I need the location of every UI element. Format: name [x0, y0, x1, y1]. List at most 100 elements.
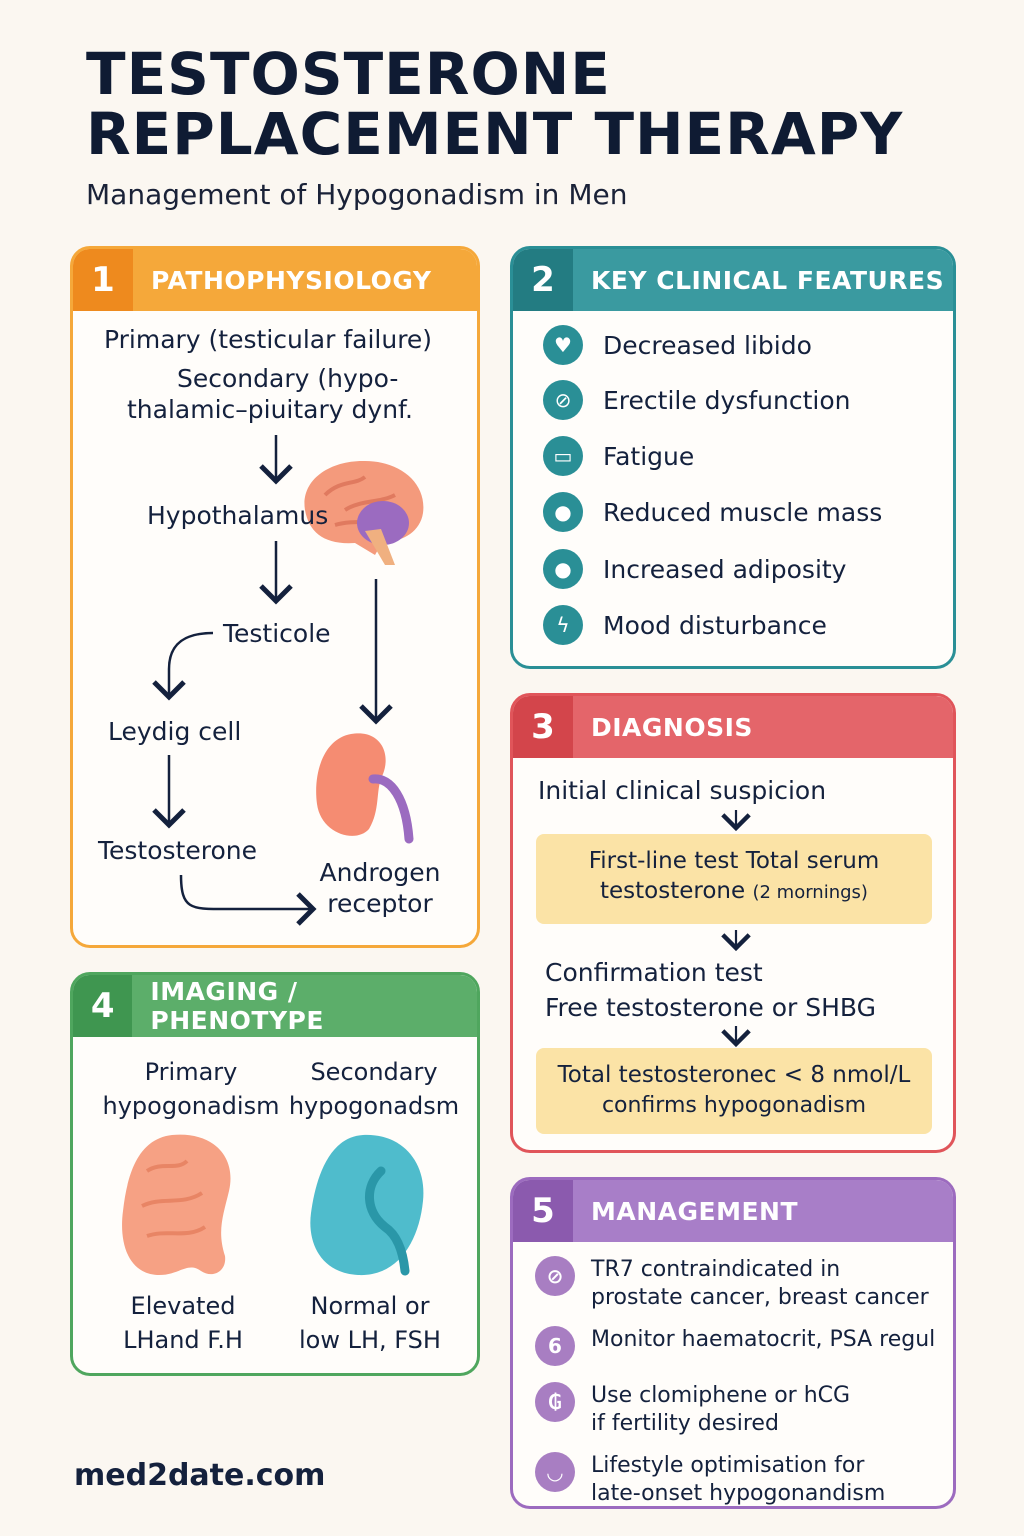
- primary-organ-body: [122, 1134, 231, 1276]
- management-item-text: Monitor haematocrit, PSA regul: [591, 1327, 936, 1352]
- lightning-icon: ϟ: [543, 605, 583, 645]
- arrow-to-leydig: [152, 631, 214, 701]
- testicole-label: Testicole: [223, 619, 331, 648]
- title-line-2: REPLACEMENT THERAPY: [86, 100, 904, 168]
- page-title: TESTOSTERONE REPLACEMENT THERAPY: [86, 44, 903, 164]
- first-line-test-box: First-line test Total serum testosterone…: [536, 834, 932, 924]
- management-item-text: Use clomiphene or hCG if fertility desir…: [591, 1383, 851, 1436]
- primary-lab-line-2: LHand F.H: [123, 1326, 243, 1354]
- clinical-feature-item: ♥ Decreased libido: [543, 325, 812, 365]
- clinical-features-card: 2 KEY CLINICAL FEATURES ♥ Decreased libid…: [510, 246, 956, 669]
- first-line-note: (2 mornings): [752, 882, 868, 903]
- primary-lab-findings: Elevated LHand F.H: [91, 1289, 275, 1357]
- diagnosis-header: 3 DIAGNOSIS: [513, 696, 953, 758]
- clinical-feature-label: Decreased libido: [603, 330, 812, 360]
- primary-heading-line-2: hypogonadism: [102, 1092, 280, 1120]
- title-line-1: TESTOSTERONE: [86, 40, 611, 108]
- secondary-cause-line-2: thalamic–piuitary dynf.: [127, 395, 413, 424]
- management-header: 5 MANAGEMENT: [513, 1180, 953, 1242]
- footer-website: med2date.com: [74, 1458, 326, 1493]
- pathophysiology-header: 1 PATHOPHYSIOLOGY: [73, 249, 477, 311]
- primary-cause-label: Primary (testicular failure): [104, 325, 433, 354]
- result-box: Total testosteronec < 8 nmol/L confirms …: [536, 1048, 932, 1134]
- secondary-heading-line-2: hypogonadsm: [288, 1092, 460, 1120]
- androgen-line-2: receptor: [327, 889, 433, 918]
- section-number: 2: [513, 249, 573, 311]
- organ-vessel: [368, 774, 414, 844]
- clinical-feature-label: Reduced muscle mass: [603, 497, 883, 527]
- testosterone-label: Testosterone: [98, 836, 257, 865]
- clinical-feature-label: Erectile dysfunction: [603, 385, 851, 415]
- first-line-test-name: testosterone: [600, 878, 746, 904]
- primary-organ-illustration: [122, 1134, 231, 1276]
- arrow-to-receptor: [179, 874, 317, 926]
- secondary-lab-line-2: low LH, FSH: [299, 1326, 441, 1354]
- leydig-cell-label: Leydig cell: [108, 717, 242, 746]
- confirmation-test-detail: Free testosterone or SHBG: [545, 993, 876, 1022]
- clinical-feature-item: ▭ Fatigue: [543, 436, 694, 476]
- management-item: ₲ Use clomiphene or hCG if fertility desi…: [535, 1382, 850, 1438]
- imaging-header: 4 IMAGING / PHENOTYPE: [73, 975, 477, 1037]
- prohibited-icon: ⊘: [543, 380, 583, 420]
- secondary-cause-line-1: Secondary (hypo-: [177, 364, 399, 393]
- section-number: 5: [513, 1180, 573, 1242]
- person-icon: ●: [543, 492, 583, 532]
- confirmation-test-label: Confirmation test: [545, 958, 763, 987]
- hypothalamus-label: Hypothalamus: [147, 501, 329, 530]
- clinical-feature-label: Increased adiposity: [603, 554, 847, 584]
- secondary-hypogonadism-heading: Secondary hypogonadsm: [281, 1055, 467, 1123]
- clinical-feature-item: ● Reduced muscle mass: [543, 492, 882, 532]
- secondary-organ-illustration: [310, 1134, 424, 1276]
- organ-body: [316, 733, 386, 836]
- clinical-feature-label: Mood disturbance: [603, 610, 827, 640]
- primary-organ-texture: [141, 1159, 207, 1238]
- diagnosis-card: 3 DIAGNOSIS Initial clinical suspicion F…: [510, 693, 956, 1153]
- result-line-1: Total testosteronec < 8 nmol/L: [557, 1062, 911, 1088]
- clinical-features-header: 2 KEY CLINICAL FEATURES: [513, 249, 953, 311]
- secondary-lab-line-1: Normal or: [310, 1292, 430, 1320]
- heart-icon: ♥: [543, 325, 583, 365]
- secondary-heading-line-1: Secondary: [310, 1058, 438, 1086]
- androgen-line-1: Androgen: [319, 858, 441, 887]
- management-item-text: TR7 contraindicated in prostate cancer, …: [591, 1257, 929, 1310]
- diagnosis-arrows: [721, 810, 751, 1048]
- androgen-receptor-label: Androgen receptor: [295, 857, 465, 919]
- bowl-icon: ◡: [535, 1452, 575, 1492]
- primary-lab-line-1: Elevated: [130, 1292, 236, 1320]
- secondary-lab-findings: Normal or low LH, FSH: [277, 1289, 463, 1357]
- fertility-icon: ₲: [535, 1382, 575, 1422]
- management-item: ⊘ TR7 contraindicated in prostate cancer,…: [535, 1256, 929, 1312]
- prohibited-icon: ⊘: [535, 1256, 575, 1296]
- section-number: 3: [513, 696, 573, 758]
- clinical-feature-item: ⊘ Erectile dysfunction: [543, 380, 851, 420]
- organ-illustration: [316, 733, 414, 844]
- section-title: DIAGNOSIS: [591, 712, 753, 742]
- imaging-phenotype-card: 4 IMAGING / PHENOTYPE Primary hypogonadi…: [70, 972, 480, 1376]
- brainstem-shape: [365, 529, 395, 565]
- section-title: KEY CLINICAL FEATURES: [591, 265, 945, 295]
- section-title: MANAGEMENT: [591, 1196, 799, 1226]
- management-item-text: Lifestyle optimisation for late-onset hy…: [591, 1453, 886, 1506]
- section-title: IMAGING / PHENOTYPE: [150, 977, 324, 1035]
- first-line-line-1: First-line test Total serum: [588, 848, 880, 874]
- section-number: 1: [73, 249, 133, 311]
- flow-arrows: [152, 435, 393, 926]
- clinical-feature-label: Fatigue: [603, 441, 695, 471]
- initial-suspicion-label: Initial clinical suspicion: [538, 776, 827, 805]
- section-title: PATHOPHYSIOLOGY: [151, 265, 432, 295]
- battery-icon: ▭: [543, 436, 583, 476]
- pathophysiology-card: 1 PATHOPHYSIOLOGY Primary (testicular fa…: [70, 246, 480, 948]
- page-subtitle: Management of Hypogonadism in Men: [86, 178, 628, 211]
- primary-heading-line-1: Primary: [144, 1058, 238, 1086]
- brain-illustration: [304, 460, 424, 565]
- primary-hypogonadism-heading: Primary hypogonadism: [91, 1055, 291, 1123]
- clinical-feature-item: ϟ Mood disturbance: [543, 605, 827, 645]
- management-item: ◡ Lifestyle optimisation for late-onset h…: [535, 1452, 886, 1506]
- secondary-organ-hilum: [365, 1166, 410, 1276]
- clinical-feature-item: ● Increased adiposity: [543, 549, 846, 589]
- result-line-2: confirms hypogonadism: [601, 1093, 867, 1118]
- first-line-line-2: testosterone (2 mornings): [536, 878, 932, 904]
- body-icon: ●: [543, 549, 583, 589]
- six-icon: 6: [535, 1326, 575, 1366]
- management-card: 5 MANAGEMENT ⊘ TR7 contraindicated in pro…: [510, 1177, 956, 1509]
